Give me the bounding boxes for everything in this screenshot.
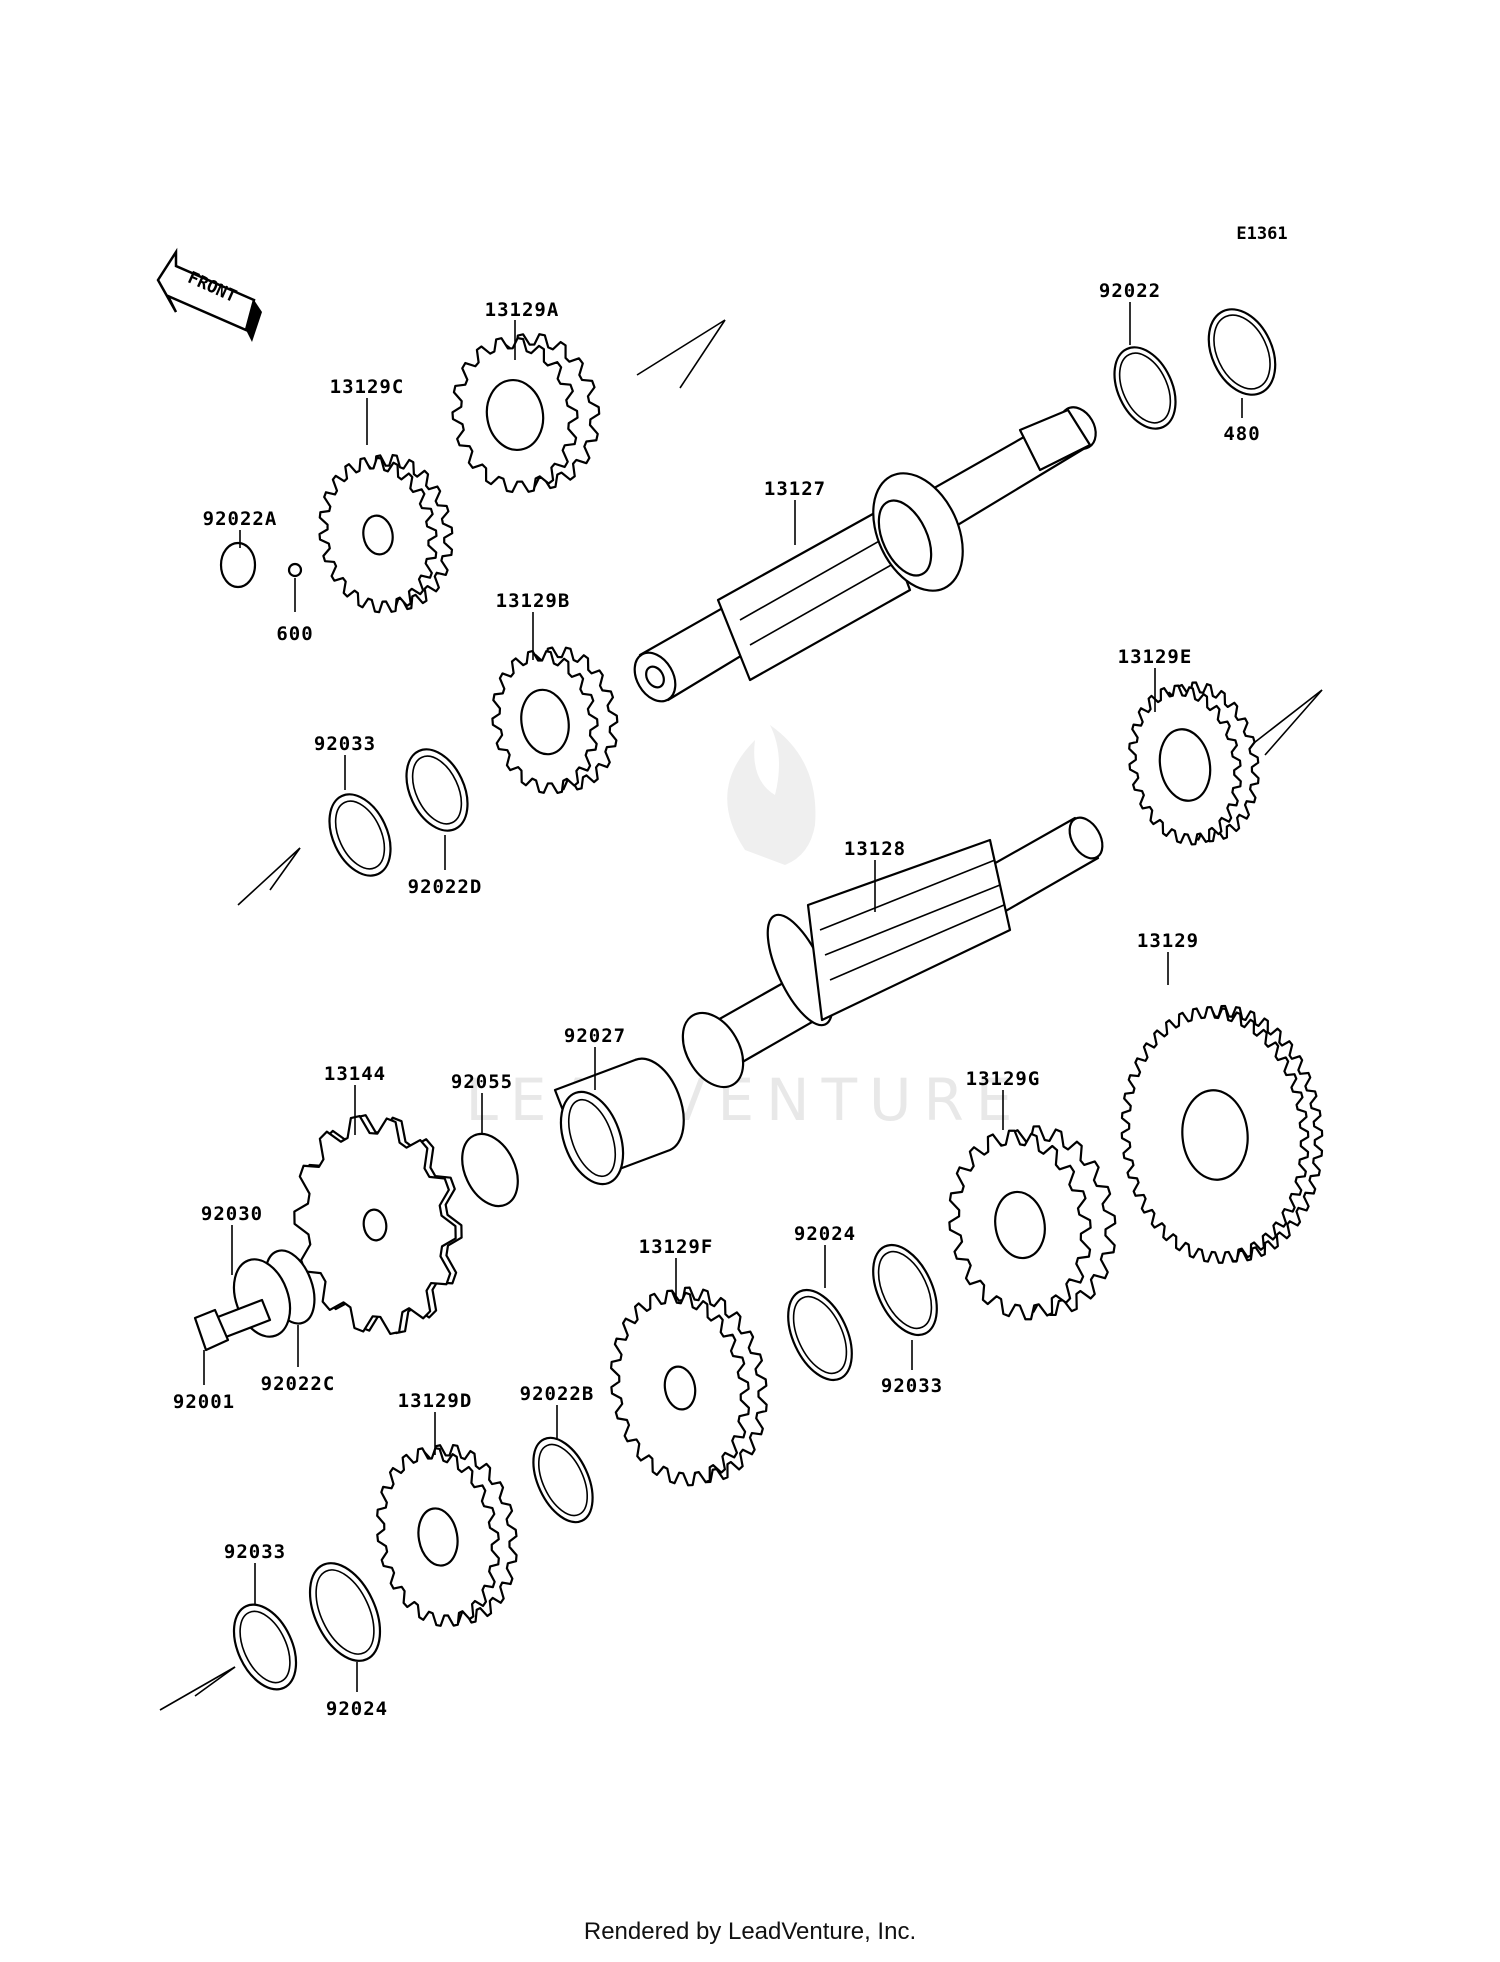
ring-92022B [532, 1436, 594, 1524]
ring-92033-c [232, 1603, 298, 1691]
ring-92033-a [328, 793, 392, 877]
gear-13129B [491, 646, 619, 795]
label-13144[interactable]: 13144 [324, 1063, 386, 1085]
label-92024-a[interactable]: 92024 [794, 1223, 856, 1245]
label-13129C[interactable]: 13129C [330, 376, 405, 398]
gear-13129C [318, 453, 454, 614]
label-480[interactable]: 480 [1223, 423, 1260, 445]
rings [219, 308, 1277, 1691]
diagram-code: E1361 [1236, 224, 1287, 244]
label-13127[interactable]: 13127 [764, 478, 826, 500]
label-13129G[interactable]: 13129G [966, 1068, 1041, 1090]
circlip-480 [1207, 308, 1277, 396]
shaft-13127 [633, 406, 1097, 703]
label-92001[interactable]: 92001 [173, 1391, 235, 1413]
ball-600 [287, 562, 303, 578]
label-92022A[interactable]: 92022A [203, 508, 278, 530]
label-13128[interactable]: 13128 [844, 838, 906, 860]
bolt-assembly [193, 1249, 316, 1352]
label-13129A[interactable]: 13129A [485, 299, 560, 321]
label-13129B[interactable]: 13129B [496, 590, 571, 612]
label-13129F[interactable]: 13129F [639, 1236, 714, 1258]
label-92033-a[interactable]: 92033 [314, 733, 376, 755]
label-92030[interactable]: 92030 [201, 1203, 263, 1225]
footer-credit: Rendered by LeadVenture, Inc. [583, 1918, 917, 1945]
label-92027[interactable]: 92027 [564, 1025, 626, 1047]
part-labels: 13129A 13129C 92022A 600 13127 92022 480… [173, 280, 1260, 1720]
label-600[interactable]: 600 [276, 623, 313, 645]
gear-13129D [376, 1443, 518, 1627]
ring-92024-a [787, 1288, 853, 1382]
label-92033-b[interactable]: 92033 [881, 1375, 943, 1397]
ring-92033-b [872, 1243, 938, 1337]
shaft-13128 [681, 816, 1104, 1089]
ring-92022 [1113, 346, 1177, 430]
front-arrow-icon: FRONT [156, 247, 262, 342]
gear-13129A [451, 333, 601, 494]
ring-92022D [405, 748, 469, 832]
label-92033-c[interactable]: 92033 [224, 1541, 286, 1563]
label-13129[interactable]: 13129 [1137, 930, 1199, 952]
label-13129D[interactable]: 13129D [398, 1390, 473, 1412]
label-92022C[interactable]: 92022C [261, 1373, 336, 1395]
gear-13129G [948, 1125, 1117, 1321]
ring-92024-b [308, 1562, 382, 1662]
oring-92055 [461, 1132, 519, 1208]
label-92022D[interactable]: 92022D [408, 876, 483, 898]
label-92022[interactable]: 92022 [1099, 280, 1161, 302]
label-92022B[interactable]: 92022B [520, 1383, 595, 1405]
label-13129E[interactable]: 13129E [1118, 646, 1193, 668]
label-92024-b[interactable]: 92024 [326, 1698, 388, 1720]
gears [293, 333, 1324, 1627]
axis-guides [159, 319, 1323, 1711]
label-92055[interactable]: 92055 [451, 1071, 513, 1093]
gear-13129E [1128, 681, 1260, 846]
gear-13129 [1120, 1004, 1324, 1264]
cap-92022A [219, 541, 257, 589]
watermark: LEADVENTURE [466, 725, 1025, 1134]
gear-13129F [610, 1286, 768, 1487]
leader-lines [203, 302, 1243, 1692]
sprocket-13144 [293, 1114, 463, 1336]
watermark-text: LEADVENTURE [466, 1066, 1025, 1134]
